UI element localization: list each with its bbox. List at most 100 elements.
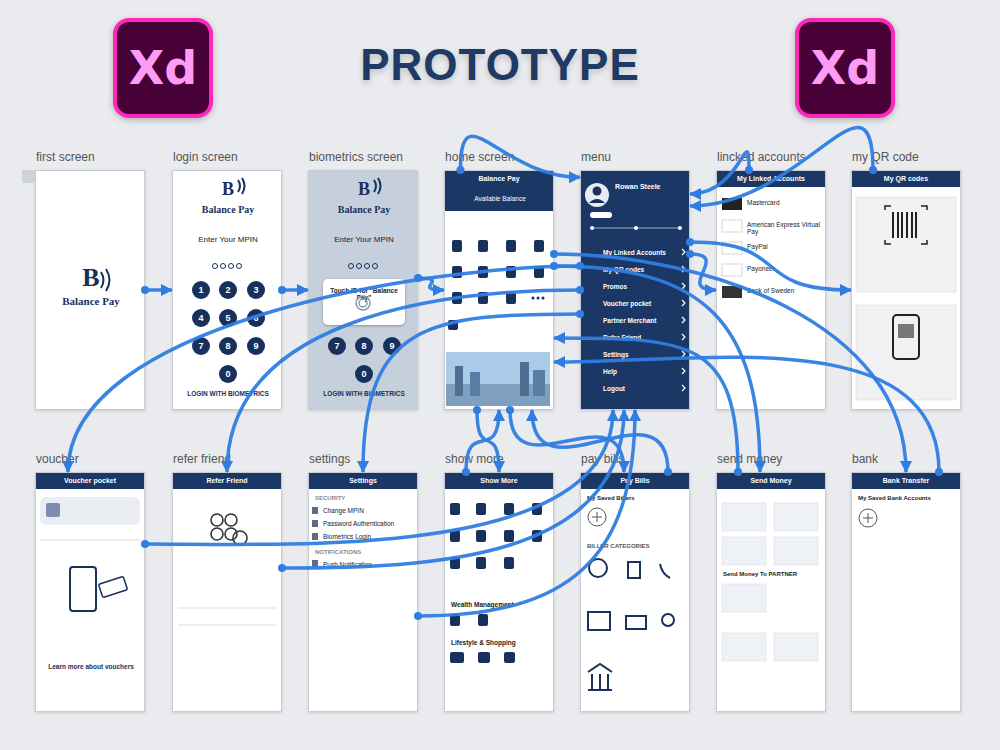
send-tiles (722, 503, 818, 661)
prototype-link (68, 266, 580, 472)
screen-text: BILLER CATEGORIES (587, 543, 687, 550)
screen-text: B (173, 179, 283, 200)
screen-artboard: send moneySend MoneySend Money To PARTNE… (716, 472, 826, 712)
screen-text: Change MPIN (323, 507, 415, 514)
screen-text: Password Authentication (323, 520, 415, 527)
key-digit: 7 (328, 337, 346, 355)
screen-text: Partner Merchant (603, 317, 681, 324)
screen-name: pay bills (581, 453, 624, 467)
screen-text: Settings (603, 351, 681, 358)
screen-artboard: login screenBBalance PayEnter Your MPINL… (172, 170, 282, 410)
screen-text: LOGIN WITH BIOMETRICS (309, 390, 419, 397)
keypad-key: 3 (247, 281, 265, 299)
prototype-link (282, 288, 308, 292)
keypad-key: 5 (219, 309, 237, 327)
link-origin-dot (576, 310, 584, 318)
keypad-key: 7 (192, 337, 210, 355)
link-origin-dot (576, 286, 584, 294)
keypad-key: 0 (219, 365, 237, 383)
screen-text: Send Money To PARTNER (723, 571, 823, 578)
keypad-key: 9 (247, 337, 265, 355)
screen-text: Help (603, 368, 681, 375)
key-digit: 2 (219, 281, 237, 299)
link-origin-dot (473, 406, 481, 414)
screen-artboard: voucherVoucher pocketLearn more about vo… (35, 472, 145, 712)
account-logos (722, 198, 742, 298)
prototype-link (145, 288, 172, 292)
link-origin-dot (935, 468, 943, 476)
screen-artboard: pay billsPay BillsMy Saved BillersBILLER… (580, 472, 690, 712)
screen-text: Touch ID for "Balance Pay" (327, 287, 401, 302)
keypad-key: 2 (219, 281, 237, 299)
xd-logo: Xd (795, 18, 895, 118)
screen-artboard: settingsSettingsSECURITYChange MPINPassw… (308, 472, 418, 712)
screen-name: home screen (445, 151, 514, 165)
link-origin-dot (686, 238, 694, 246)
screen-name: settings (309, 453, 350, 467)
bank-plus (859, 509, 877, 527)
prototype-link (282, 410, 624, 568)
screen-name: biometrics screen (309, 151, 403, 165)
screen-artboard: menuRowan SteeleMy Linked AccountsMy QR … (580, 170, 690, 410)
prototype-link (532, 410, 668, 472)
link-origin-dot (457, 166, 465, 174)
screen-name: lincked accounts (717, 151, 806, 165)
screen-text: Mastercard (747, 199, 823, 206)
link-origin-dot (141, 540, 149, 548)
screen-name: my QR code (852, 151, 919, 165)
screen-header: Balance Pay (445, 171, 553, 187)
refer-icon (178, 514, 276, 625)
screen-artboard: biometrics screenBBalance PayEnter Your … (308, 170, 418, 410)
menu-details (585, 183, 685, 391)
prototype-link (418, 410, 635, 616)
screen-text: Available Balance (445, 195, 555, 202)
screen-text: My Saved Bank Accounts (858, 495, 958, 502)
screen-header: Bank Transfer (852, 473, 960, 489)
screen-name: menu (581, 151, 611, 165)
keypad-key: 0 (355, 365, 373, 383)
screen-artboard: my QR codeMy QR codes (851, 170, 961, 410)
link-origin-dot (462, 468, 470, 476)
screen-text: Lifestyle & Shopping (451, 639, 551, 646)
prototype-link (554, 266, 760, 472)
home-banner (446, 352, 550, 406)
logo-waves (101, 178, 381, 291)
prototype-link (466, 410, 499, 472)
voucher-illustration (40, 497, 140, 611)
key-digit: 9 (383, 337, 401, 355)
screen-text: Bank of Sweden (747, 287, 823, 294)
settings-icons (312, 507, 318, 567)
screen-text: SECURITY (315, 495, 415, 502)
screen-artboard: bankBank TransferMy Saved Bank Accounts (851, 472, 961, 712)
screen-name: login screen (173, 151, 238, 165)
screen-artboard: refer friendRefer Friend (172, 472, 282, 712)
prototype-link (690, 242, 851, 290)
prototype-link (554, 254, 906, 472)
prototype-link (554, 357, 939, 472)
home-icon-grid (448, 240, 545, 330)
prototype-link (690, 128, 873, 206)
screen-text: My Saved Billers (587, 495, 687, 502)
key-digit: 3 (247, 281, 265, 299)
screen-header: Voucher pocket (36, 473, 144, 489)
screen-text: Voucher pocket (603, 300, 681, 307)
screen-header: Pay Bills (581, 473, 689, 489)
screen-text: Rowan Steele (615, 183, 687, 191)
logo-text: Xd (117, 22, 209, 114)
pin-dots (213, 264, 378, 269)
screen-artboard: home screenBalance PayAvailable Balance (444, 170, 554, 410)
bill-icons (588, 508, 674, 690)
screen-name: first screen (36, 151, 95, 165)
key-digit: 8 (355, 337, 373, 355)
prototype-link (363, 314, 580, 472)
screen-header: My Linked Accounts (717, 171, 825, 187)
link-origin-dot (745, 166, 753, 174)
screen-name: voucher (36, 453, 79, 467)
screen-text: Push Notification (323, 561, 415, 568)
qr-cards (856, 197, 956, 400)
keypad-key: 8 (219, 337, 237, 355)
keypad-key: 7 (328, 337, 346, 355)
prototype-link (690, 152, 749, 194)
prototype-link (477, 410, 499, 472)
screen-header: My QR codes (852, 171, 960, 187)
